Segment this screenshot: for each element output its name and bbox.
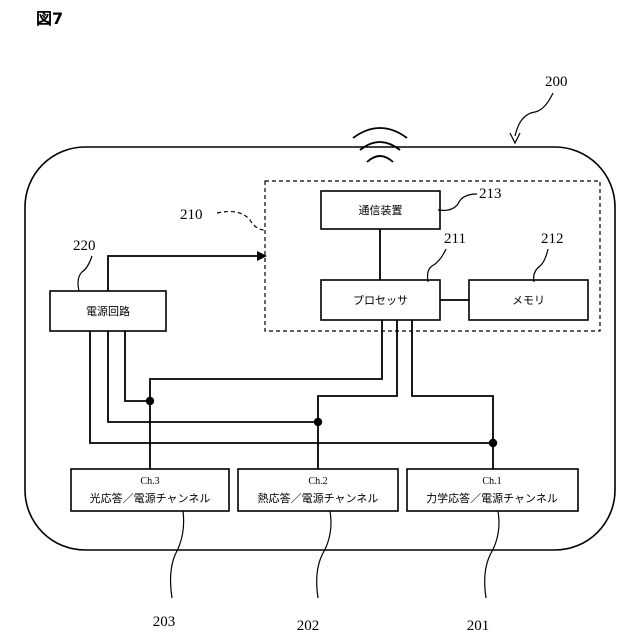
power-circuit-label: 電源回路 [86,304,130,318]
channel-1-desc: 力学応答／電源チャンネル [426,491,558,505]
ref-ch2: 202 [297,618,320,634]
junction-ch3 [146,397,154,405]
junction-ch1 [489,439,497,447]
ref-controller: 210 [180,207,203,223]
ref-ch1: 201 [467,618,490,634]
junction-ch2 [314,418,322,426]
channel-1-name: Ch.1 [482,476,501,487]
ref-power: 220 [73,238,96,254]
memory-label: メモリ [512,294,545,307]
channel-2-name: Ch.2 [308,476,327,487]
channel-2-desc: 熱応答／電源チャンネル [258,491,379,505]
figure-label: 図7 [36,9,63,28]
leader-device [515,93,553,136]
ref-comm: 213 [479,186,502,202]
channel-3-name: Ch.3 [140,476,159,487]
ref-memory: 212 [541,231,564,247]
comm-device-label: 通信装置 [359,204,403,217]
processor-label: プロセッサ [353,294,408,307]
ref-device: 200 [545,74,568,90]
channel-3-desc: 光応答／電源チャンネル [90,491,211,505]
ref-processor: 211 [444,231,466,247]
ref-ch3: 203 [153,614,176,630]
